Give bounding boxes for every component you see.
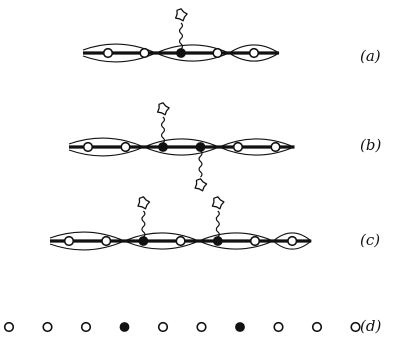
open-site xyxy=(350,321,361,333)
tethered-molecule xyxy=(137,196,151,210)
tethered-molecule xyxy=(194,178,208,192)
filled-site xyxy=(195,142,206,152)
tether-line xyxy=(160,116,166,144)
open-site xyxy=(80,321,92,333)
open-site xyxy=(175,235,186,247)
filled-site xyxy=(212,236,223,246)
open-site xyxy=(249,235,261,247)
filled-site xyxy=(158,142,168,152)
open-site xyxy=(311,321,323,333)
filled-site xyxy=(235,322,245,332)
open-site xyxy=(101,235,112,247)
strand-upper xyxy=(68,137,295,156)
open-site xyxy=(287,235,298,247)
tethered-molecule xyxy=(174,8,188,22)
strand-lower xyxy=(82,44,280,63)
panel-label-a: (a) xyxy=(360,47,381,65)
open-site xyxy=(139,47,150,59)
tether-line xyxy=(141,210,146,238)
strand-lower xyxy=(68,138,295,157)
open-site xyxy=(82,141,94,153)
filled-site xyxy=(138,236,149,246)
open-site xyxy=(157,321,169,333)
open-site xyxy=(63,235,75,247)
open-site xyxy=(102,47,114,59)
filled-site xyxy=(176,48,186,58)
strand-upper xyxy=(82,43,280,62)
open-site xyxy=(212,47,223,59)
panel-label-b: (b) xyxy=(360,136,381,154)
open-site xyxy=(273,321,284,333)
open-site xyxy=(270,141,281,153)
panel-d xyxy=(3,321,361,333)
panel-label-c: (c) xyxy=(360,231,380,249)
panel-label-d: (d) xyxy=(360,317,381,335)
tether-line xyxy=(215,210,220,238)
tether-line xyxy=(178,22,184,50)
open-site xyxy=(42,321,53,333)
panel-a xyxy=(82,8,280,63)
open-site xyxy=(232,141,244,153)
filled-site xyxy=(119,322,130,332)
open-site xyxy=(3,321,15,333)
panel-b xyxy=(68,102,295,192)
panel-c xyxy=(49,196,312,251)
open-site xyxy=(196,321,207,333)
open-site xyxy=(120,141,131,153)
tethered-molecule xyxy=(156,102,170,116)
tethered-molecule xyxy=(211,196,225,210)
tether-line xyxy=(198,150,203,178)
open-site xyxy=(248,47,260,59)
